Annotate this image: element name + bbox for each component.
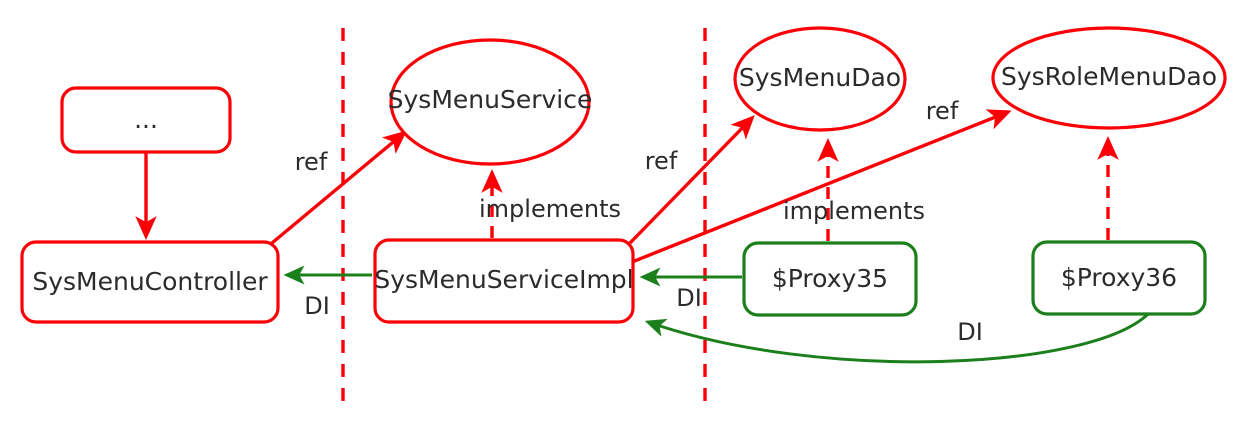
node-proxy35-shape[interactable] [742,241,918,317]
edge-impl-ref-menudao-line [628,115,755,245]
edge-controller-ref-service-line [270,130,408,245]
node-proxy36-shape[interactable] [1031,240,1207,316]
node-sys-menu-dao[interactable]: SysMenuDao [733,26,907,132]
edge-impl-ref-rolemenudao: ref [631,97,1012,264]
edge-label-di-proxy36-impl: DI [957,318,983,346]
node-proxy35-label: $Proxy35 [772,264,888,293]
edge-proxy35-implements-menudao: implements [783,138,925,241]
node-sys-menu-controller-label: SysMenuController [32,267,268,296]
node-sys-menu-service-shape[interactable] [389,38,591,166]
edge-label-ref-controller-service: ref [295,148,328,176]
node-sys-role-menu-dao-shape[interactable] [991,26,1227,130]
edge-impl-di-controller: DI [283,265,372,320]
edge-label-di-proxy35-impl: DI [676,284,702,312]
node-sys-menu-dao-label: SysMenuDao [739,63,901,92]
node-proxy36[interactable]: $Proxy36 [1031,240,1207,316]
edge-label-implements-impl-service: implements [479,195,621,223]
edge-controller-ref-service: ref [270,130,408,245]
edge-impl-implements-service: implements [479,169,621,238]
node-proxy36-label: $Proxy36 [1061,263,1177,292]
edge-proxy35-di-impl: DI [639,267,742,312]
node-sys-menu-service[interactable]: SysMenuService [388,38,593,166]
edge-proxy36-di-impl: DI [644,312,1150,364]
node-ellipsis-box[interactable]: ... [60,86,232,154]
node-proxy35[interactable]: $Proxy35 [742,241,918,317]
edge-label-implements-proxy35-menudao: implements [783,197,925,225]
node-sys-menu-service-label: SysMenuService [388,85,593,114]
edge-label-ref-impl-rolemenudao: ref [926,97,959,125]
edge-label-di-impl-controller: DI [304,292,330,320]
node-sys-menu-service-impl-shape[interactable] [373,238,635,324]
node-sys-role-menu-dao[interactable]: SysRoleMenuDao [991,26,1227,130]
node-sys-menu-dao-shape[interactable] [733,26,907,132]
edge-proxy36-di-impl-path [644,312,1150,364]
node-sys-menu-service-impl[interactable]: SysMenuServiceImpl [373,238,635,324]
node-sys-menu-controller[interactable]: SysMenuController [20,240,280,324]
node-sys-menu-controller-shape[interactable] [20,240,280,324]
edge-impl-ref-rolemenudao-line [631,109,1012,264]
edge-impl-ref-menudao: ref [628,115,755,245]
node-sys-menu-service-impl-label: SysMenuServiceImpl [374,265,633,294]
edge-label-ref-impl-menudao: ref [645,147,678,175]
node-ellipsis-box-shape[interactable] [60,86,232,154]
node-sys-role-menu-dao-label: SysRoleMenuDao [1001,62,1217,91]
node-ellipsis-box-label: ... [134,105,158,134]
